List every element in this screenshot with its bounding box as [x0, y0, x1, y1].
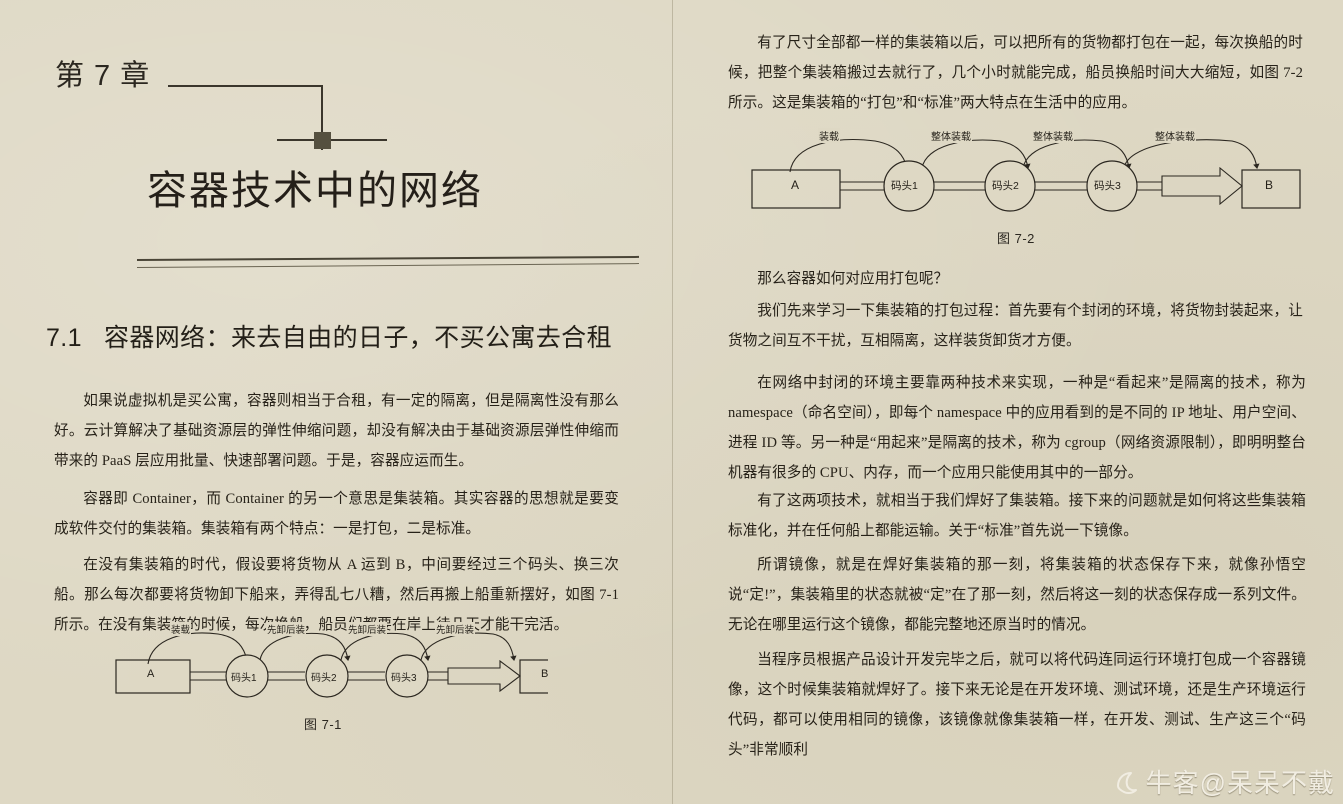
figure-7-2-node-b-shape [1241, 169, 1301, 209]
section-title: 容器网络：来去自由的日子，不买公寓去合租 [103, 324, 612, 352]
watermark: 牛客@呆呆不戴 [1114, 763, 1335, 800]
figure-7-1: A 码头1 码头2 码头3 B 装载 先卸后装 先卸后装 先卸后装 图 7-1 [108, 620, 548, 732]
paragraph: 有了这两项技术，就相当于我们焊好了集装箱。接下来的问题就是如何将这些集装箱标准化… [728, 493, 1306, 539]
figure-7-2-node-a-shape [751, 169, 841, 209]
figure-7-2: A 码头1 码头2 码头3 B 装载 整体装载 整体装载 整体装载 图 7-2 [742, 128, 1302, 248]
chapter-header: 第 7 章 容器技术中的网络 [55, 52, 639, 269]
paragraph: 我们先来学习一下集装箱的打包过程：首先要有个封闭的环境，将货物封装起来，让货物之… [728, 303, 1303, 349]
figure-7-1-node-label: A [147, 668, 155, 680]
chapter-title: 容器技术中的网络 [147, 169, 483, 213]
figure-7-1-caption: 图 7-1 [304, 717, 342, 732]
figure-7-2-node-label: 码头2 [992, 180, 1019, 192]
figure-7-1-arc-label: 先卸后装 [347, 622, 388, 636]
figure-7-2-svg [751, 139, 1301, 212]
figure-7-2-arc-label: 整体装载 [1154, 128, 1196, 143]
section-number: 7.1 [46, 324, 82, 352]
figure-7-2-diagram: A 码头1 码头2 码头3 B 装载 整体装载 整体装载 整体装载 [742, 128, 1302, 218]
figure-7-2-arc-label: 整体装载 [930, 128, 972, 143]
section-heading: 7.1 容器网络：来去自由的日子，不买公寓去合租 [46, 318, 612, 354]
figure-7-1-node-label: B [541, 668, 549, 680]
paragraph: 当程序员根据产品设计开发完毕之后，就可以将代码连同运行环境打包成一个容器镜像，这… [728, 652, 1306, 758]
figure-7-1-node-label: 码头3 [391, 673, 417, 684]
watermark-text: 牛客@呆呆不戴 [1145, 768, 1335, 798]
figure-7-2-node-label: 码头1 [891, 180, 918, 192]
paragraph: 容器即 Container，而 Container 的另一个意思是集装箱。其实容… [54, 491, 619, 537]
chapter-decoration-horizontal-line [168, 85, 323, 87]
figure-7-1-arc-label: 先卸后装 [435, 622, 476, 636]
left-page: 第 7 章 容器技术中的网络 7.1 容器网络：来去自由的日子，不买公寓去合租 如… [46, 52, 639, 732]
figure-7-2-node-label: B [1265, 178, 1274, 192]
page-gutter-line [672, 0, 673, 804]
paragraph: 所谓镜像，就是在焊好集装箱的那一刻，将集装箱的状态保存下来，就像孙悟空说“定!”… [728, 557, 1306, 633]
figure-7-2-node-label: A [791, 178, 800, 192]
figure-7-1-arc-label: 装载 [170, 622, 192, 636]
figure-7-1-node-label: 码头2 [311, 673, 337, 684]
figure-7-1-node-label: 码头1 [231, 673, 257, 684]
chapter-title-rule-upper [136, 255, 639, 261]
chapter-decoration-square [314, 132, 331, 149]
paragraph: 有了尺寸全部都一样的集装箱以后，可以把所有的货物都打包在一起，每次换船的时候，把… [728, 35, 1303, 111]
chapter-decoration-cross-line [277, 139, 387, 141]
figure-7-2-node-label: 码头3 [1094, 180, 1121, 192]
paragraph: 那么容器如何对应用打包呢？ [757, 271, 949, 287]
paragraph: 在网络中封闭的环境主要靠两种技术来实现，一种是“看起来”是隔离的技术，称为 na… [728, 375, 1306, 481]
figure-7-1-svg [115, 632, 548, 698]
figure-7-2-arc-label: 整体装载 [1032, 128, 1074, 143]
chapter-decoration-vertical-line [321, 85, 323, 150]
figure-7-1-node-a-shape [115, 659, 191, 694]
chapter-number: 第 7 章 [55, 60, 151, 92]
figure-7-2-caption: 图 7-2 [997, 231, 1035, 246]
chapter-title-rule-lower [136, 263, 639, 269]
paragraph: 如果说虚拟机是买公寓，容器则相当于合租，有一定的隔离，但是隔离性没有那么好。云计… [54, 393, 619, 469]
niuke-logo-icon [1114, 769, 1140, 795]
figure-7-1-diagram: A 码头1 码头2 码头3 B 装载 先卸后装 先卸后装 先卸后装 [108, 620, 548, 705]
figure-7-1-node-b-shape [519, 659, 548, 694]
figure-7-2-arc-label: 装载 [818, 128, 840, 143]
figure-7-1-arc-label: 先卸后装 [266, 622, 307, 636]
right-page: 有了尺寸全部都一样的集装箱以后，可以把所有的货物都打包在一起，每次换船的时候，把… [672, 0, 1343, 804]
